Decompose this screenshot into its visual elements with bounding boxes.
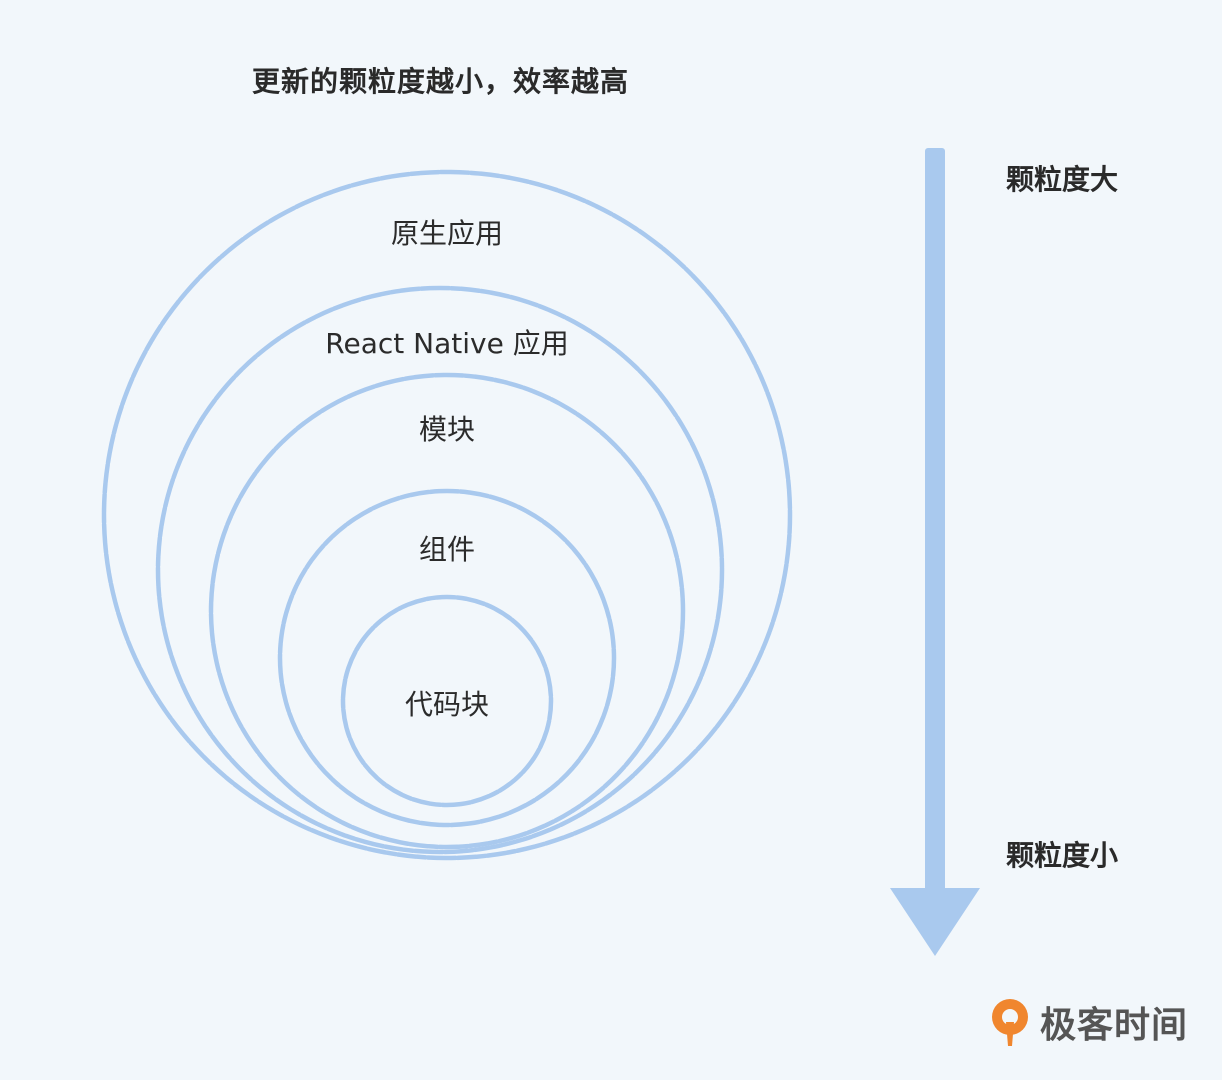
ring-native-app <box>101 169 793 861</box>
ring-label-native-app: 原生应用 <box>390 217 503 250</box>
granularity-arrow <box>890 148 980 956</box>
ring-label-module: 模块 <box>418 413 475 446</box>
granularity-small-label: 颗粒度小 <box>1006 839 1119 872</box>
diagram-title: 更新的颗粒度越小，效率越高 <box>252 65 630 98</box>
ring-module <box>208 372 686 850</box>
ring-label-react-native-app: React Native 应用 <box>325 327 569 360</box>
arrow-shaft <box>925 148 945 893</box>
granularity-large-label: 颗粒度大 <box>1006 163 1119 196</box>
ring-code-block <box>340 594 554 808</box>
geektime-logo-text: 极客时间 <box>1040 1005 1189 1046</box>
ring-react-native-app <box>155 285 725 855</box>
ring-label-code-block: 代码块 <box>404 688 489 721</box>
geektime-logo: 极客时间 <box>988 996 1188 1048</box>
geektime-logo-icon <box>992 999 1028 1046</box>
arrow-head <box>890 888 980 956</box>
ring-component <box>277 488 617 828</box>
ring-label-component: 组件 <box>418 533 475 566</box>
